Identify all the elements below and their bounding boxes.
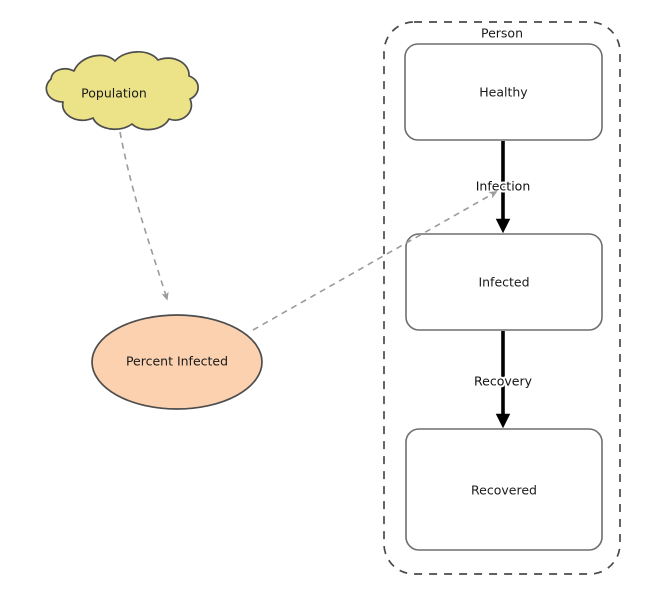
stock-recovered-box [405,428,603,551]
stock-infected-label: Infected [478,275,529,290]
variable-population-label: Population [81,86,147,101]
link-percent-infected-to-infection-path [252,191,498,331]
stock-healthy-label: Healthy [479,85,528,100]
variable-percent-infected-ellipse [91,314,263,410]
flow-recovery[interactable]: Recovery [472,331,535,429]
link-population-to-percent-infected[interactable] [119,131,169,301]
stock-recovered-label: Recovered [471,483,537,498]
flow-recovery-label: Recovery [474,374,533,389]
link-percent-infected-to-infection[interactable] [252,191,498,331]
variable-population-cloud [45,51,199,131]
stock-infected-box [405,233,603,331]
variable-percent-infected-label: Percent Infected [126,354,228,369]
person-container-label: Person [481,26,523,41]
variable-percent-infected[interactable]: Percent Infected [91,314,263,410]
person-container[interactable]: Person [383,21,621,575]
link-population-to-percent-infected-path [119,131,169,301]
flow-infection-label: Infection [476,179,531,194]
person-container-border [383,21,621,575]
stock-recovered[interactable]: Recovered [405,428,603,551]
stock-healthy-box [404,43,603,141]
flow-infection[interactable]: Infection [474,141,532,234]
stock-healthy[interactable]: Healthy [404,43,603,141]
variable-population[interactable]: Population [45,51,199,131]
stock-infected[interactable]: Infected [405,233,603,331]
